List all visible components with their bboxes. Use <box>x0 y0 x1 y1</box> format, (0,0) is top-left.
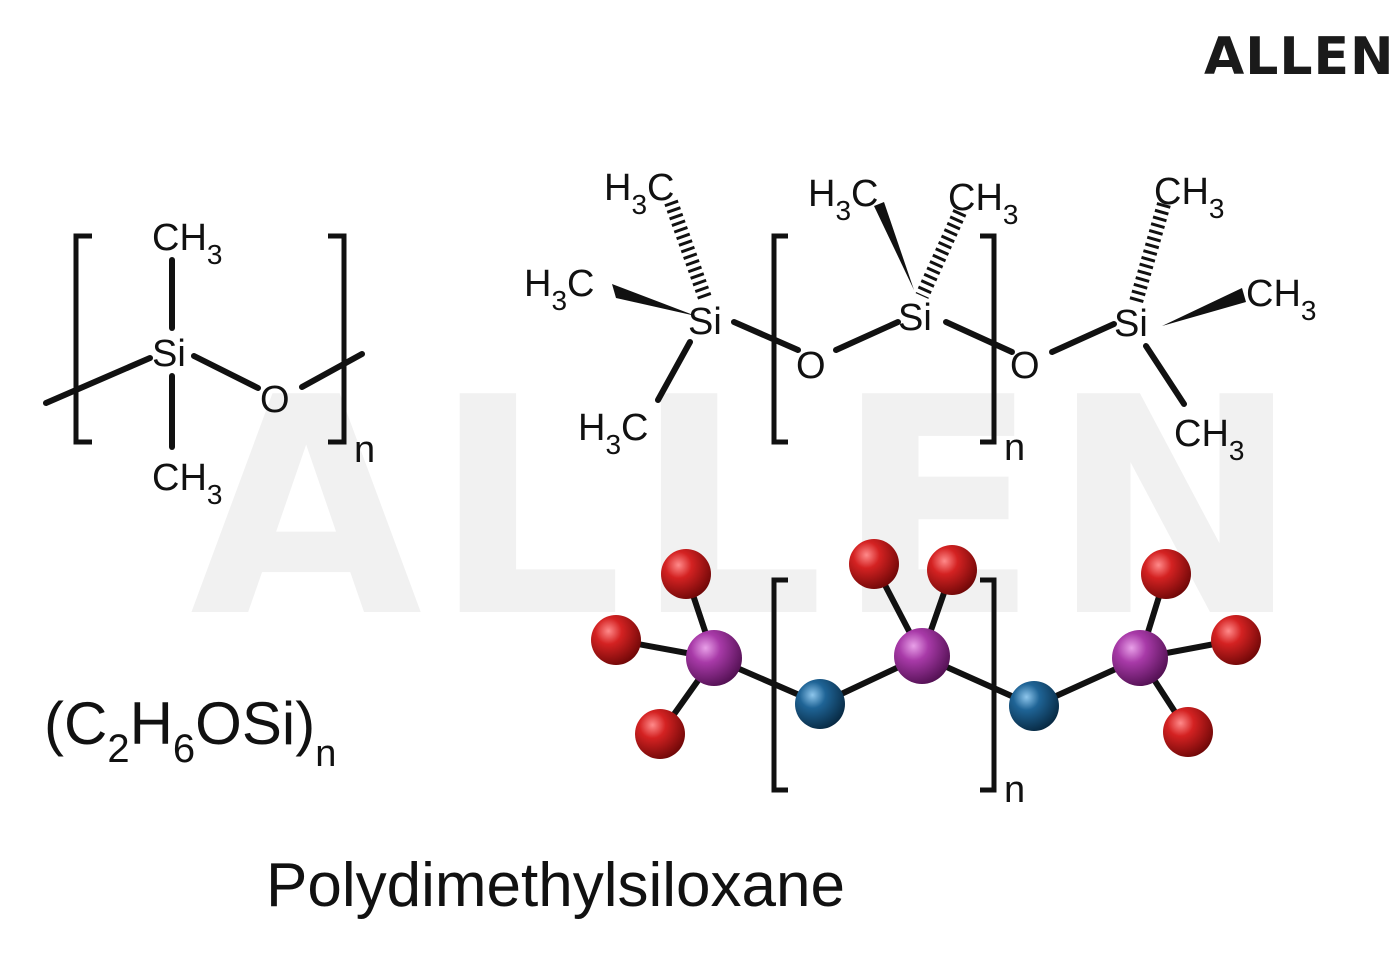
methyl-label-6: CH3 <box>1154 171 1224 224</box>
methyl-ball <box>661 549 711 599</box>
o-atom-label: O <box>260 379 290 421</box>
methyl-label-8: CH3 <box>1174 413 1244 466</box>
oxygen-ball <box>1009 681 1059 731</box>
model-n-label: n <box>1004 769 1025 811</box>
si-atom-3: Si <box>1114 303 1148 345</box>
methyl-top-label: CH3 <box>152 217 222 270</box>
silicon-ball <box>686 630 742 686</box>
si-atom-label: Si <box>152 333 186 375</box>
methyl-ball <box>1211 615 1261 665</box>
repeat-n-label: n <box>354 429 375 471</box>
allen-logo: ALLEN <box>1204 27 1395 87</box>
si-atom-2: Si <box>898 297 932 339</box>
methyl-label-7: CH3 <box>1246 273 1316 326</box>
oligomer-right-bracket <box>980 233 997 445</box>
oligomer-structure: Si O Si O Si H3C H3C H3C H3C CH3 CH3 CH3… <box>524 167 1316 469</box>
repeat-unit-structure: Si O CH3 CH3 n <box>43 217 375 510</box>
o-atom-2: O <box>1010 345 1040 387</box>
right-bracket <box>328 233 347 445</box>
oxygen-ball <box>795 679 845 729</box>
methyl-label-4: H3C <box>808 173 878 226</box>
watermark-text: ALLEN <box>190 334 1311 683</box>
methyl-ball <box>635 709 685 759</box>
methyl-bottom-label: CH3 <box>152 457 222 510</box>
molecular-formula: (C2H6OSi)n <box>44 690 336 775</box>
methyl-ball <box>927 545 977 595</box>
methyl-label-1: H3C <box>604 167 674 220</box>
o-atom-1: O <box>796 345 826 387</box>
silicon-ball <box>1112 630 1168 686</box>
methyl-label-5: CH3 <box>948 177 1018 230</box>
si-atom-1: Si <box>688 301 722 343</box>
methyl-label-2: H3C <box>524 263 594 316</box>
methyl-ball <box>849 539 899 589</box>
methyl-ball <box>591 615 641 665</box>
methyl-ball <box>1141 549 1191 599</box>
wedge-bond <box>612 284 696 316</box>
compound-name-title: Polydimethylsiloxane <box>266 851 845 920</box>
silicon-ball <box>894 628 950 684</box>
left-bracket <box>73 233 92 445</box>
ball-stick-model: n <box>591 539 1261 811</box>
methyl-label-3: H3C <box>578 407 648 460</box>
oligomer-n-label: n <box>1004 427 1025 469</box>
methyl-ball <box>1163 707 1213 757</box>
